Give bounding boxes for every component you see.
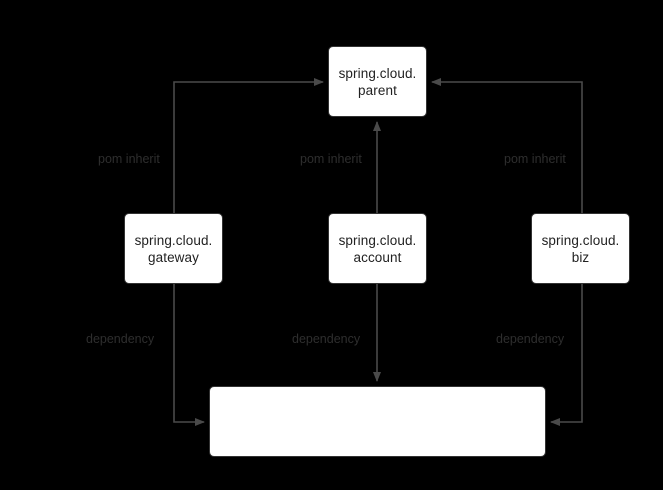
node-group-shared-libraries[interactable]: spring.cloud.starter spring.cloud.client xyxy=(209,386,546,457)
node-label: spring.cloud. account xyxy=(338,232,417,265)
edge-gateway-to-parent xyxy=(173,78,324,213)
node-label: spring.cloud. parent xyxy=(338,65,417,98)
edge-label-pom-inherit-middle: pom inherit xyxy=(300,152,362,166)
node-spring-cloud-parent[interactable]: spring.cloud. parent xyxy=(328,46,427,117)
edge-gateway-to-libs xyxy=(173,284,205,426)
node-spring-cloud-biz[interactable]: spring.cloud. biz xyxy=(531,213,630,284)
node-label: spring.cloud. biz xyxy=(541,232,620,265)
edge-label-dependency-left: dependency xyxy=(86,332,155,346)
edge-label-dependency-middle: dependency xyxy=(292,332,361,346)
node-label: spring.cloud. gateway xyxy=(134,232,213,265)
node-spring-cloud-gateway[interactable]: spring.cloud. gateway xyxy=(124,213,223,284)
edge-label-dependency-right: dependency xyxy=(496,332,565,346)
node-spring-cloud-account[interactable]: spring.cloud. account xyxy=(328,213,427,284)
edge-label-pom-inherit-left: pom inherit xyxy=(98,152,160,166)
edge-biz-to-parent xyxy=(431,78,583,213)
edge-biz-to-libs xyxy=(550,284,583,426)
edge-label-pom-inherit-right: pom inherit xyxy=(504,152,566,166)
